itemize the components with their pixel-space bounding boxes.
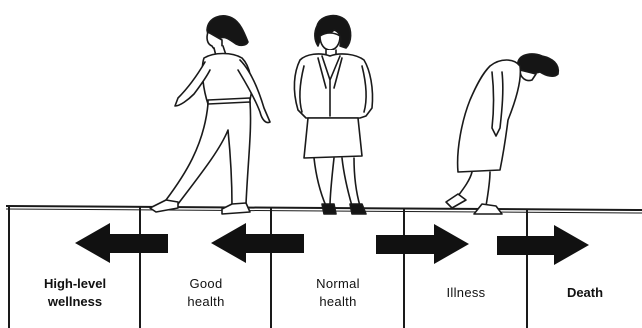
label-death: Death (528, 268, 642, 318)
walking-woman-front-shoe (222, 203, 250, 214)
arrow-left-2-icon (211, 223, 304, 263)
stooped-woman-coat (458, 60, 521, 172)
arrows (75, 223, 589, 265)
stooped-woman-front-shoe (474, 204, 502, 214)
label-good-health: Good health (141, 268, 271, 318)
walking-woman-pants (166, 102, 251, 206)
label-illness: Illness (405, 268, 527, 318)
walking-woman-figure (150, 16, 270, 214)
standing-woman-figure (294, 16, 372, 214)
label-high-level-wellness: High-level wellness (10, 268, 140, 318)
stooped-woman-back-shoe (446, 194, 466, 208)
standing-woman-left-shoe (322, 204, 336, 214)
standing-woman-skirt (304, 118, 362, 158)
arrow-right-2-icon (497, 225, 589, 265)
standing-woman-face (320, 33, 340, 50)
standing-woman-right-shoe (350, 204, 366, 214)
label-normal-health: Normal health (272, 268, 404, 318)
stooped-woman-figure (446, 54, 558, 214)
arrow-left-1-icon (75, 223, 168, 263)
arrow-right-1-icon (376, 224, 469, 264)
standing-woman-jacket (294, 54, 372, 118)
standing-woman-legs (314, 158, 360, 206)
